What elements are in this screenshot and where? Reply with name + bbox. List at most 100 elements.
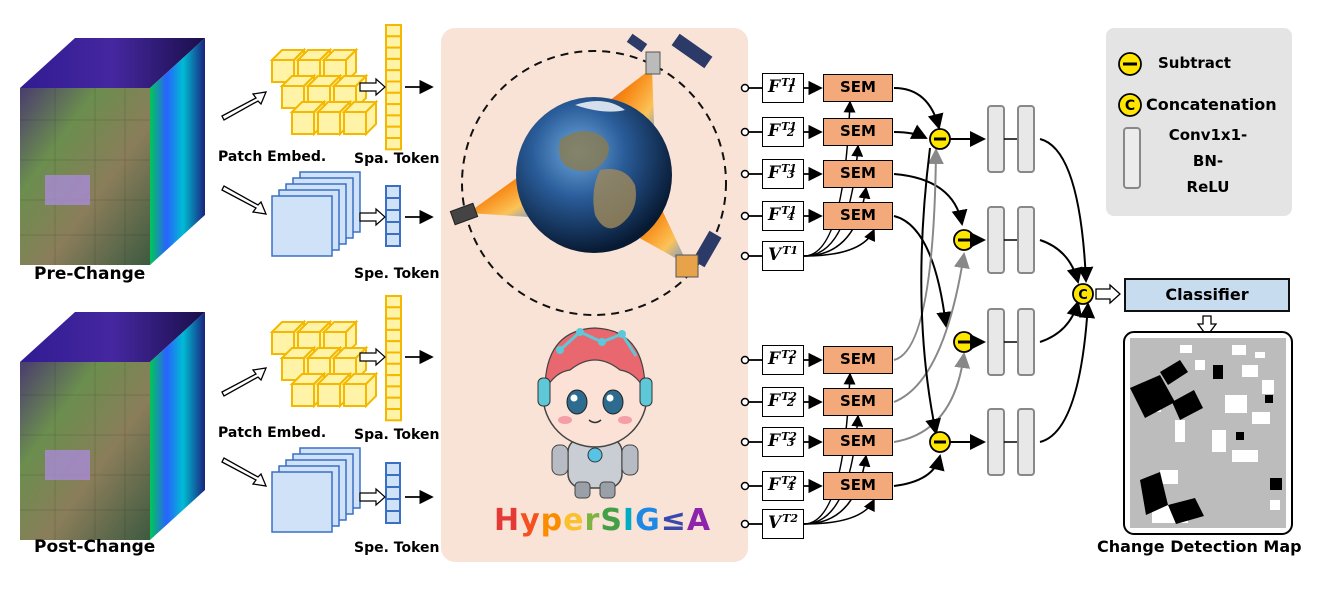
feature-box: FT13	[762, 159, 804, 189]
sem-module: SEM	[823, 74, 893, 102]
patch-cube	[341, 371, 379, 409]
logo-letter: p	[540, 503, 564, 538]
subtract-op-3	[953, 331, 975, 353]
sem-to-subtract-connections	[893, 87, 971, 487]
token-cell	[385, 114, 402, 128]
satellite-top	[626, 33, 713, 75]
legend-conv-line1: Conv1x1-	[1168, 126, 1248, 144]
classifier-block: Classifier	[1124, 278, 1290, 312]
v-token-connection	[803, 498, 875, 525]
sem-module: SEM	[823, 118, 893, 146]
input-dot	[740, 481, 750, 491]
input-dot	[740, 127, 750, 137]
token-cell	[385, 474, 401, 488]
logo-letter: ≤	[660, 503, 687, 538]
token-cell	[385, 510, 401, 524]
feature-superscript: T2	[781, 348, 797, 361]
feature-box: FT12	[762, 117, 804, 147]
feature-symbol: F	[768, 349, 781, 369]
feature-superscript: T2	[781, 474, 797, 487]
spatial-token-column-t2	[385, 295, 402, 422]
change-detection-map-label: Change Detection Map	[1097, 537, 1302, 556]
feature-symbol: F	[768, 391, 781, 411]
spatial-token-column-t1	[385, 24, 402, 151]
input-dot	[740, 83, 750, 93]
feature-box: FT21	[762, 345, 804, 375]
legend-conv-line2: BN-	[1192, 152, 1224, 170]
concatenation-legend-icon: C	[1118, 93, 1142, 117]
legend-subtract: Subtract	[1158, 54, 1231, 72]
input-dot	[740, 251, 750, 261]
input-dot	[740, 397, 750, 407]
token-cell	[385, 35, 402, 49]
pre-change-label: Pre-Change	[34, 264, 146, 284]
feature-superscript: T1	[781, 162, 797, 175]
legend-concatenation: Concatenation	[1146, 95, 1277, 114]
conv-block	[1017, 206, 1035, 274]
logo-letter: G	[635, 503, 661, 538]
input-dot	[740, 437, 750, 447]
concat-to-classifier-arrow	[1095, 283, 1121, 305]
earth-observation-illustration	[449, 33, 727, 316]
satellite-bottom	[675, 230, 722, 278]
patch-embed-cubes-t2	[269, 319, 379, 409]
feature-symbol: V	[768, 513, 782, 533]
feature-subscript: 1	[786, 82, 795, 95]
spectral-slice	[271, 195, 333, 257]
token-cell	[385, 486, 401, 500]
feature-subscript: 3	[786, 436, 795, 449]
conv-block-pairs	[987, 105, 1035, 476]
classifier-down-arrow	[1196, 315, 1218, 338]
satellite-left	[449, 202, 479, 226]
spa-token-label-t2: Spa. Token	[354, 427, 440, 443]
spectral-embed-stack-t2	[271, 447, 361, 533]
token-output-arrows	[405, 79, 434, 505]
feature-superscript: T1	[781, 120, 797, 133]
feature-symbol: F	[768, 475, 781, 495]
sem-module: SEM	[823, 472, 893, 500]
token-cell	[385, 24, 402, 38]
token-cell	[385, 317, 402, 331]
token-cell	[385, 221, 401, 235]
feature-box: VT2	[762, 509, 804, 539]
feature-box: FT23	[762, 427, 804, 457]
post-change-hsi-cube	[20, 312, 205, 540]
feature-symbol: F	[768, 77, 781, 97]
feature-box: FT22	[762, 387, 804, 417]
feature-symbol: F	[768, 121, 781, 141]
spa-token-label-t1: Spa. Token	[354, 151, 440, 167]
token-cell	[385, 233, 401, 247]
feature-subscript: 1	[786, 354, 795, 367]
svg-text:C: C	[1078, 288, 1088, 303]
concat-operator: C	[1072, 283, 1094, 305]
logo-letter: H	[494, 503, 521, 538]
post-change-label: Post-Change	[34, 537, 156, 557]
token-cell	[385, 46, 402, 60]
token-cell	[385, 385, 402, 399]
feature-box: FT11	[762, 73, 804, 103]
subtract-op-2	[953, 229, 975, 251]
token-cell	[385, 306, 402, 320]
legend-panel: C Subtract Concatenation Conv1x1- BN- Re…	[1106, 28, 1292, 216]
spe-token-label-t2: Spe. Token	[354, 540, 440, 556]
feature-box: VT1	[762, 241, 804, 271]
conv-block	[1017, 105, 1035, 173]
logo-letter: y	[520, 503, 541, 538]
token-cell	[385, 362, 402, 377]
token-cell	[385, 498, 401, 512]
logo-letter: A	[686, 503, 712, 538]
spectral-embed-stack-t1	[271, 171, 361, 257]
token-cell	[385, 125, 402, 139]
feature-superscript: T1	[782, 244, 799, 257]
conv-block	[987, 308, 1005, 376]
patch-embed-cubes-t1	[269, 47, 379, 137]
legend-icons: C	[1118, 52, 1142, 189]
logo-letter: e	[563, 503, 585, 538]
token-cell	[385, 57, 402, 72]
subtract-op-1	[929, 128, 951, 150]
feature-to-sem-arrows	[749, 80, 823, 525]
token-cell	[385, 328, 402, 343]
token-cell	[385, 91, 402, 106]
token-cell	[385, 197, 401, 211]
